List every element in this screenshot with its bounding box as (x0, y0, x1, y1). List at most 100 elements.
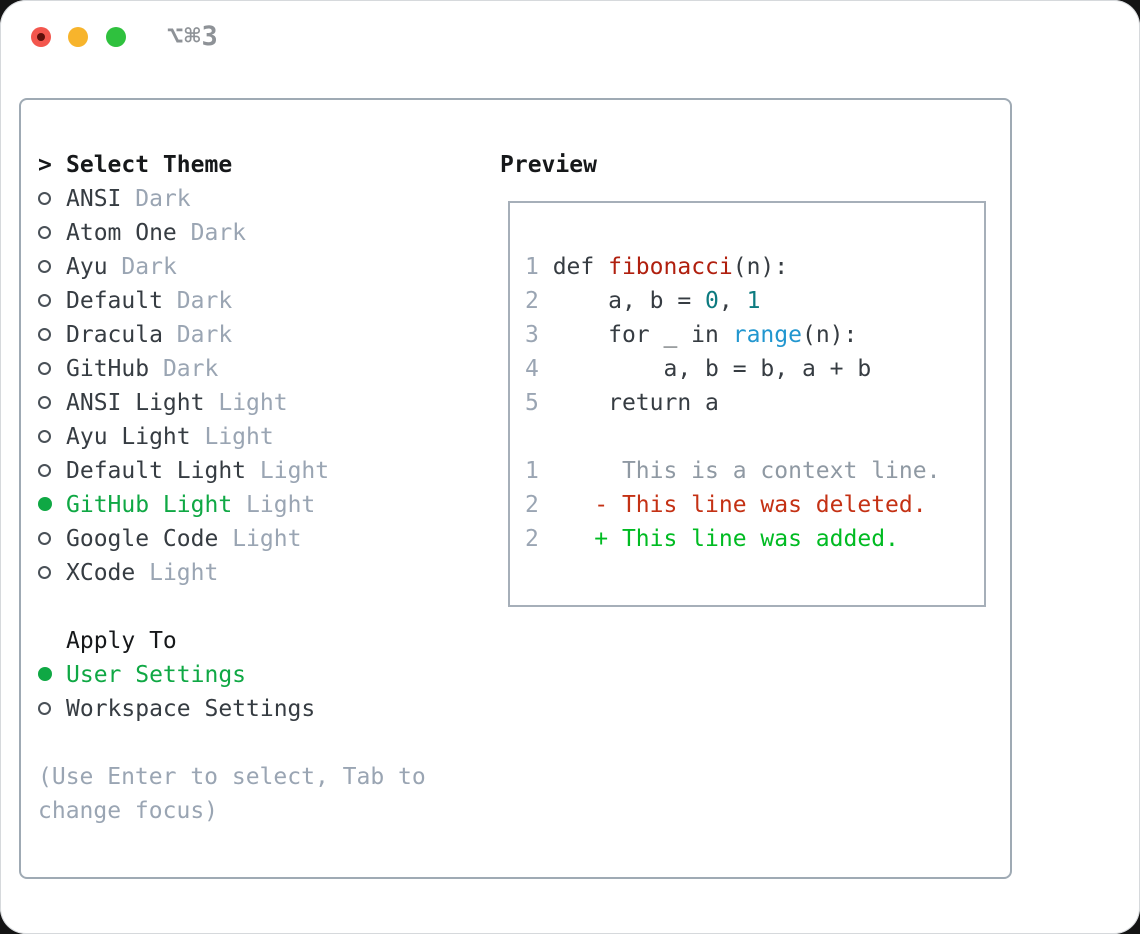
radio-cell (38, 420, 66, 454)
radio-icon (38, 192, 51, 205)
code-token: a, b = b, a + b (538, 356, 872, 382)
apply-to-title: Apply To (66, 628, 177, 654)
select-theme-header: >Select Theme (38, 148, 426, 182)
line-number: 5 (525, 390, 539, 416)
radio-cell (38, 522, 66, 556)
variant-tag: Dark (176, 288, 233, 314)
option-label: Workspace Settings (66, 696, 316, 722)
radio-icon (38, 532, 51, 545)
code-line: 5 return a (525, 386, 984, 420)
option-label: Ayu (66, 254, 108, 280)
blank-line (525, 420, 984, 454)
variant-tag: Light (149, 560, 219, 586)
diff-line: 2 - This line was deleted. (525, 488, 984, 522)
theme-option-ayu[interactable]: Ayu Dark (38, 250, 426, 284)
code-token: for _ in (538, 322, 733, 348)
diff-line: 1 This is a context line. (525, 454, 984, 488)
line-number: 1 (525, 458, 539, 484)
apply-option-workspace-settings[interactable]: Workspace Settings (38, 692, 426, 726)
theme-option-google-code[interactable]: Google Code Light (38, 522, 426, 556)
theme-option-github[interactable]: GitHub Dark (38, 352, 426, 386)
radio-cell (38, 488, 66, 522)
radio-icon (38, 294, 51, 307)
diff-line: 2 + This line was added. (525, 522, 984, 556)
radio-cell (38, 658, 66, 692)
line-number: 3 (525, 322, 539, 348)
variant-tag: Dark (162, 356, 219, 382)
theme-option-default[interactable]: Default Dark (38, 284, 426, 318)
code-line: 4 a, b = b, a + b (525, 352, 984, 386)
maximize-button[interactable] (106, 27, 126, 47)
theme-option-xcode[interactable]: XCode Light (38, 556, 426, 590)
apply-option-user-settings[interactable]: User Settings (38, 658, 426, 692)
code-line: 3 for _ in range(n): (525, 318, 984, 352)
radio-icon (38, 260, 51, 273)
radio-icon (38, 702, 51, 715)
radio-selected-icon (38, 497, 52, 511)
code-token: fibonacci (608, 254, 733, 280)
line-number: 2 (525, 288, 539, 314)
theme-option-ayu-light[interactable]: Ayu Light Light (38, 420, 426, 454)
apply-to-header: Apply To (38, 624, 426, 658)
radio-cell (38, 692, 66, 726)
radio-icon (38, 362, 51, 375)
line-number: 4 (525, 356, 539, 382)
code-token: (n): (801, 322, 858, 348)
radio-cell (38, 352, 66, 386)
option-label: Default (66, 288, 163, 314)
window-title-shortcut: ⌥⌘3 (167, 21, 219, 52)
variant-tag: Light (218, 390, 288, 416)
theme-option-default-light[interactable]: Default Light Light (38, 454, 426, 488)
variant-tag: Light (232, 526, 302, 552)
radio-icon (38, 430, 51, 443)
variant-tag: Dark (135, 186, 191, 212)
code-token: (n): (732, 254, 789, 280)
code-token: , (718, 288, 747, 314)
option-label: GitHub (66, 356, 150, 382)
radio-cell (38, 454, 66, 488)
radio-icon (38, 328, 51, 341)
code-token: 0 (705, 288, 719, 314)
option-label: Ayu Light (66, 424, 191, 450)
theme-option-atom-one[interactable]: Atom One Dark (38, 216, 426, 250)
hint-line-1: (Use Enter to select, Tab to (38, 764, 426, 790)
blank-row (38, 590, 426, 624)
code-token: return a (538, 390, 719, 416)
variant-tag: Dark (190, 220, 247, 246)
theme-option-ansi-light[interactable]: ANSI Light Light (38, 386, 426, 420)
variant-tag: Light (204, 424, 274, 450)
line-number: 2 (525, 526, 539, 552)
theme-option-dracula[interactable]: Dracula Dark (38, 318, 426, 352)
theme-option-github-light[interactable]: GitHub Light Light (38, 488, 426, 522)
radio-cell (38, 284, 66, 318)
option-label: Google Code (66, 526, 219, 552)
code-token: - This line was deleted. (538, 492, 927, 518)
option-label: ANSI Light (66, 390, 205, 416)
theme-option-ansi[interactable]: ANSI Dark (38, 182, 426, 216)
radio-cell (38, 318, 66, 352)
radio-cell (38, 556, 66, 590)
select-theme-title: Select Theme (66, 152, 233, 178)
close-button[interactable] (31, 27, 51, 47)
radio-icon (38, 464, 51, 477)
minimize-button[interactable] (68, 27, 88, 47)
option-label: Default Light (66, 458, 247, 484)
line-number: 1 (525, 254, 539, 280)
option-label: GitHub Light (66, 492, 233, 518)
option-label: Atom One (66, 220, 177, 246)
radio-icon (38, 566, 51, 579)
code-token: + This line was added. (538, 526, 899, 552)
radio-cell (38, 216, 66, 250)
radio-cell (38, 386, 66, 420)
code-line: 1 def fibonacci(n): (525, 250, 984, 284)
variant-tag: Light (246, 492, 316, 518)
preview-title: Preview (500, 152, 597, 178)
option-label: Dracula (66, 322, 163, 348)
code-token: range (732, 322, 802, 348)
hint-line-2: change focus) (38, 798, 219, 824)
close-dot-icon (37, 33, 45, 41)
